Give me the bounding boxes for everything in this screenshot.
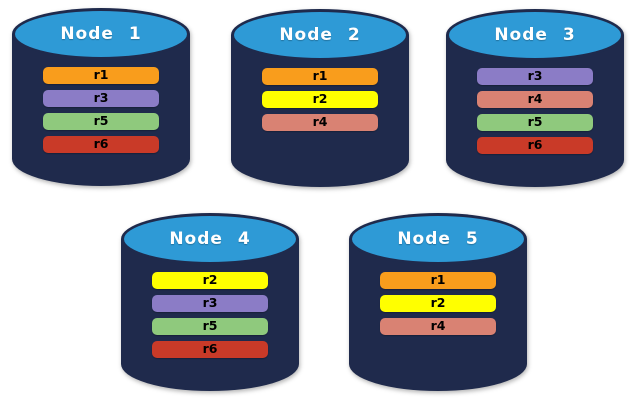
replica-bar-r6: r6 [43, 136, 159, 153]
replica-bar-r3: r3 [43, 90, 159, 107]
cylinder-top-face: Node 4 [124, 216, 296, 262]
replica-bar-r2: r2 [262, 91, 378, 108]
replica-bar-r5: r5 [152, 318, 268, 335]
node-3-cylinder: Node 3 r3 r4 r5 r6 [446, 9, 624, 187]
replica-bar-r3: r3 [152, 295, 268, 312]
replica-bar-r4: r4 [262, 114, 378, 131]
replica-bar-r4: r4 [477, 91, 593, 108]
replica-bar-r2: r2 [152, 272, 268, 289]
replica-bar-r3: r3 [477, 68, 593, 85]
replica-bar-r1: r1 [380, 272, 496, 289]
node-1-replica-list: r1 r3 r5 r6 [43, 67, 159, 153]
node-3-replica-list: r3 r4 r5 r6 [477, 68, 593, 154]
node-1-cylinder: Node 1 r1 r3 r5 r6 [12, 8, 190, 186]
node-4-replica-list: r2 r3 r5 r6 [152, 272, 268, 358]
replica-bar-r5: r5 [477, 114, 593, 131]
cylinder-top-face: Node 2 [234, 12, 406, 58]
replica-bar-r1: r1 [262, 68, 378, 85]
node-4-title: Node 4 [169, 229, 251, 249]
replica-bar-r4: r4 [380, 318, 496, 335]
replica-bar-r5: r5 [43, 113, 159, 130]
node-2-cylinder: Node 2 r1 r2 r4 [231, 9, 409, 187]
node-3-title: Node 3 [494, 25, 576, 45]
replica-bar-r2: r2 [380, 295, 496, 312]
node-2-title: Node 2 [279, 25, 361, 45]
replica-bar-r6: r6 [477, 137, 593, 154]
replica-bar-r6: r6 [152, 341, 268, 358]
node-5-cylinder: Node 5 r1 r2 r4 [349, 213, 527, 391]
node-2-replica-list: r1 r2 r4 [262, 68, 378, 131]
cylinder-top-face: Node 1 [15, 11, 187, 57]
cylinder-top-face: Node 5 [352, 216, 524, 262]
cylinder-top-face: Node 3 [449, 12, 621, 58]
node-5-replica-list: r1 r2 r4 [380, 272, 496, 335]
replica-bar-r1: r1 [43, 67, 159, 84]
node-4-cylinder: Node 4 r2 r3 r5 r6 [121, 213, 299, 391]
node-1-title: Node 1 [60, 24, 142, 44]
node-5-title: Node 5 [397, 229, 479, 249]
